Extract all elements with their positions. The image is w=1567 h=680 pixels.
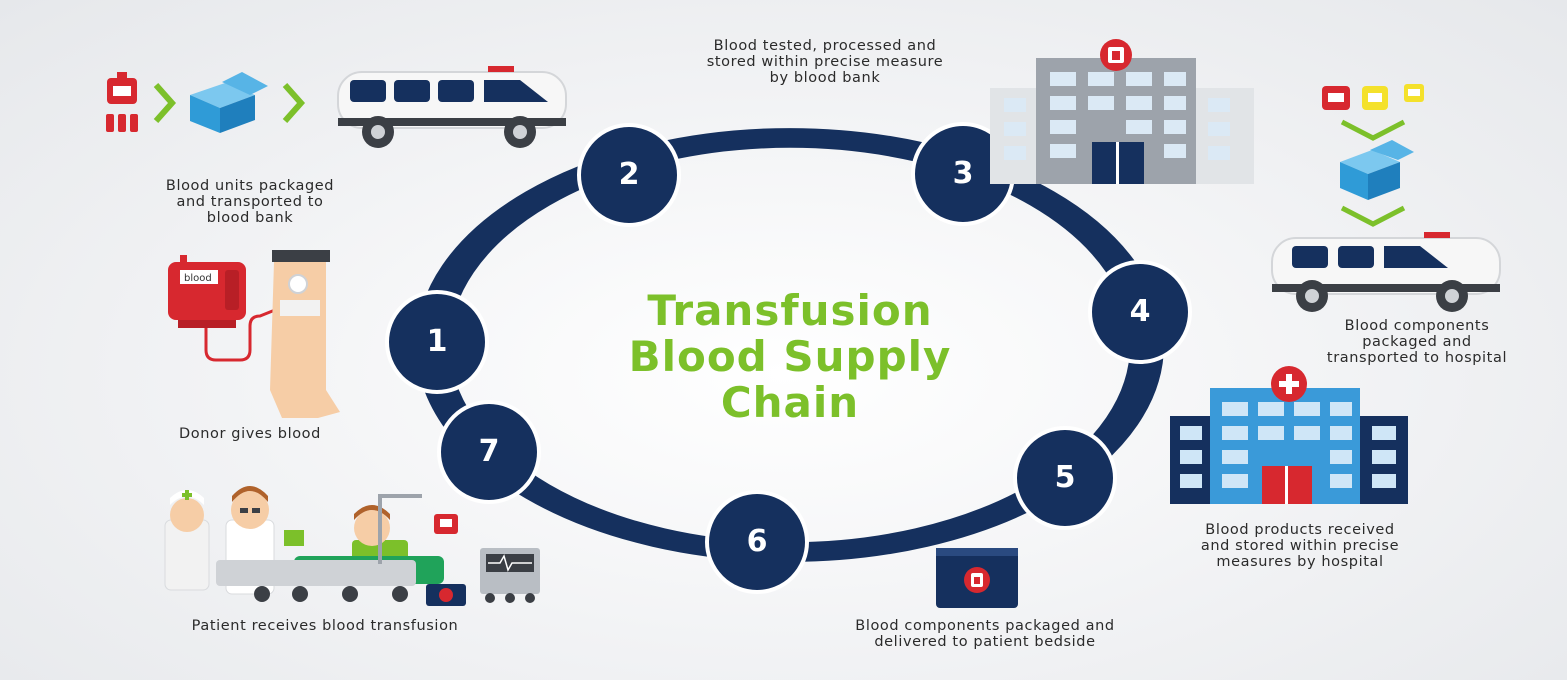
diagram-title-line-2: Blood Supply: [628, 332, 952, 381]
step-5-number: 5: [1054, 460, 1076, 495]
hospital-building-icon: [1170, 366, 1408, 504]
package-box-icon: [1340, 140, 1414, 200]
chevron-right-icon: [282, 83, 306, 123]
diagram-title-line-3: Chain: [720, 378, 860, 427]
delivery-van-icon: [337, 66, 567, 148]
step-7-badge: [437, 400, 541, 504]
step-6-badge: [705, 490, 809, 594]
blood-units-icon: [106, 72, 138, 132]
step-6-number: 6: [746, 524, 768, 559]
step-1-caption: Donor gives blood: [179, 426, 321, 442]
blood-bank-building-icon: [990, 39, 1254, 184]
step-4-number: 4: [1129, 294, 1151, 329]
step-badges: [385, 122, 1192, 594]
blood-donation-icon: blood: [168, 250, 340, 418]
step-1-badge: [385, 290, 489, 394]
package-box-icon: [190, 72, 268, 133]
step-7-number: 7: [478, 434, 500, 469]
cooler-box-icon: [936, 548, 1018, 608]
blood-bag-label: blood: [184, 273, 212, 284]
chevron-down-icon: [1340, 119, 1406, 141]
step-4-badge: [1088, 260, 1192, 364]
chevron-right-icon: [153, 83, 177, 123]
chevron-down-icon: [1340, 205, 1406, 227]
step-2-badge: [577, 123, 681, 227]
step-5-badge: [1013, 426, 1117, 530]
step-7-caption: Patient receives blood transfusion: [191, 618, 459, 634]
patient-transfusion-icon: [164, 486, 540, 606]
step-3-number: 3: [952, 156, 974, 191]
step-1-number: 1: [426, 324, 448, 359]
step-2-number: 2: [618, 157, 640, 192]
diagram-title-line-1: Transfusion: [647, 286, 933, 335]
delivery-van-icon: [1271, 232, 1501, 312]
blood-components-icon: [1322, 84, 1424, 110]
